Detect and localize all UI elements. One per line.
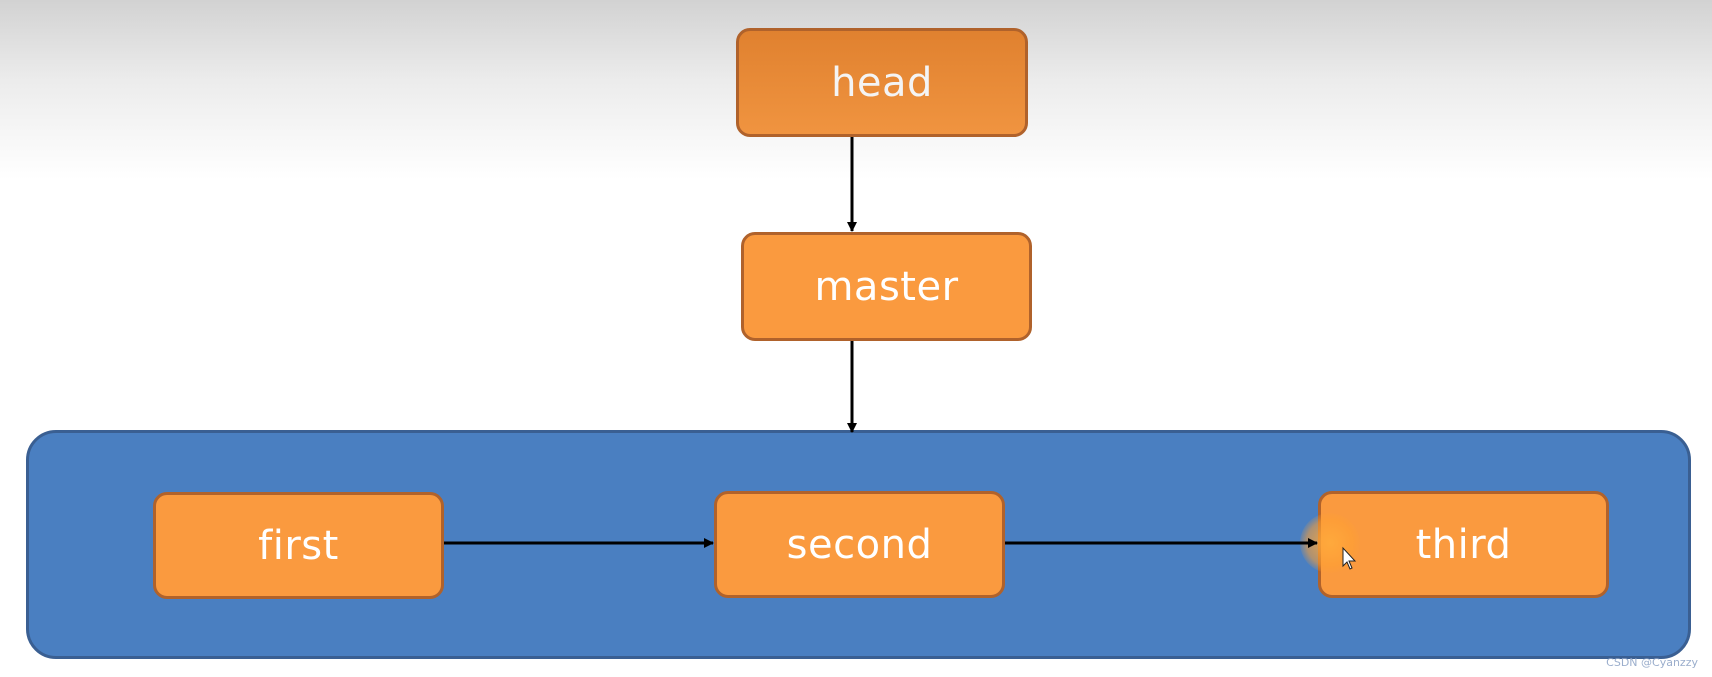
watermark: CSDN @Cyanzzy <box>1606 656 1698 669</box>
node-master: master <box>741 232 1032 341</box>
node-third-label: third <box>1415 521 1512 568</box>
node-second: second <box>714 491 1005 598</box>
node-head: head <box>736 28 1028 137</box>
cursor-highlight <box>1300 513 1360 573</box>
node-second-label: second <box>786 521 933 568</box>
node-first: first <box>153 492 444 599</box>
node-master-label: master <box>814 263 959 310</box>
node-third: third <box>1318 491 1609 598</box>
node-first-label: first <box>258 522 339 569</box>
node-head-label: head <box>831 59 933 106</box>
